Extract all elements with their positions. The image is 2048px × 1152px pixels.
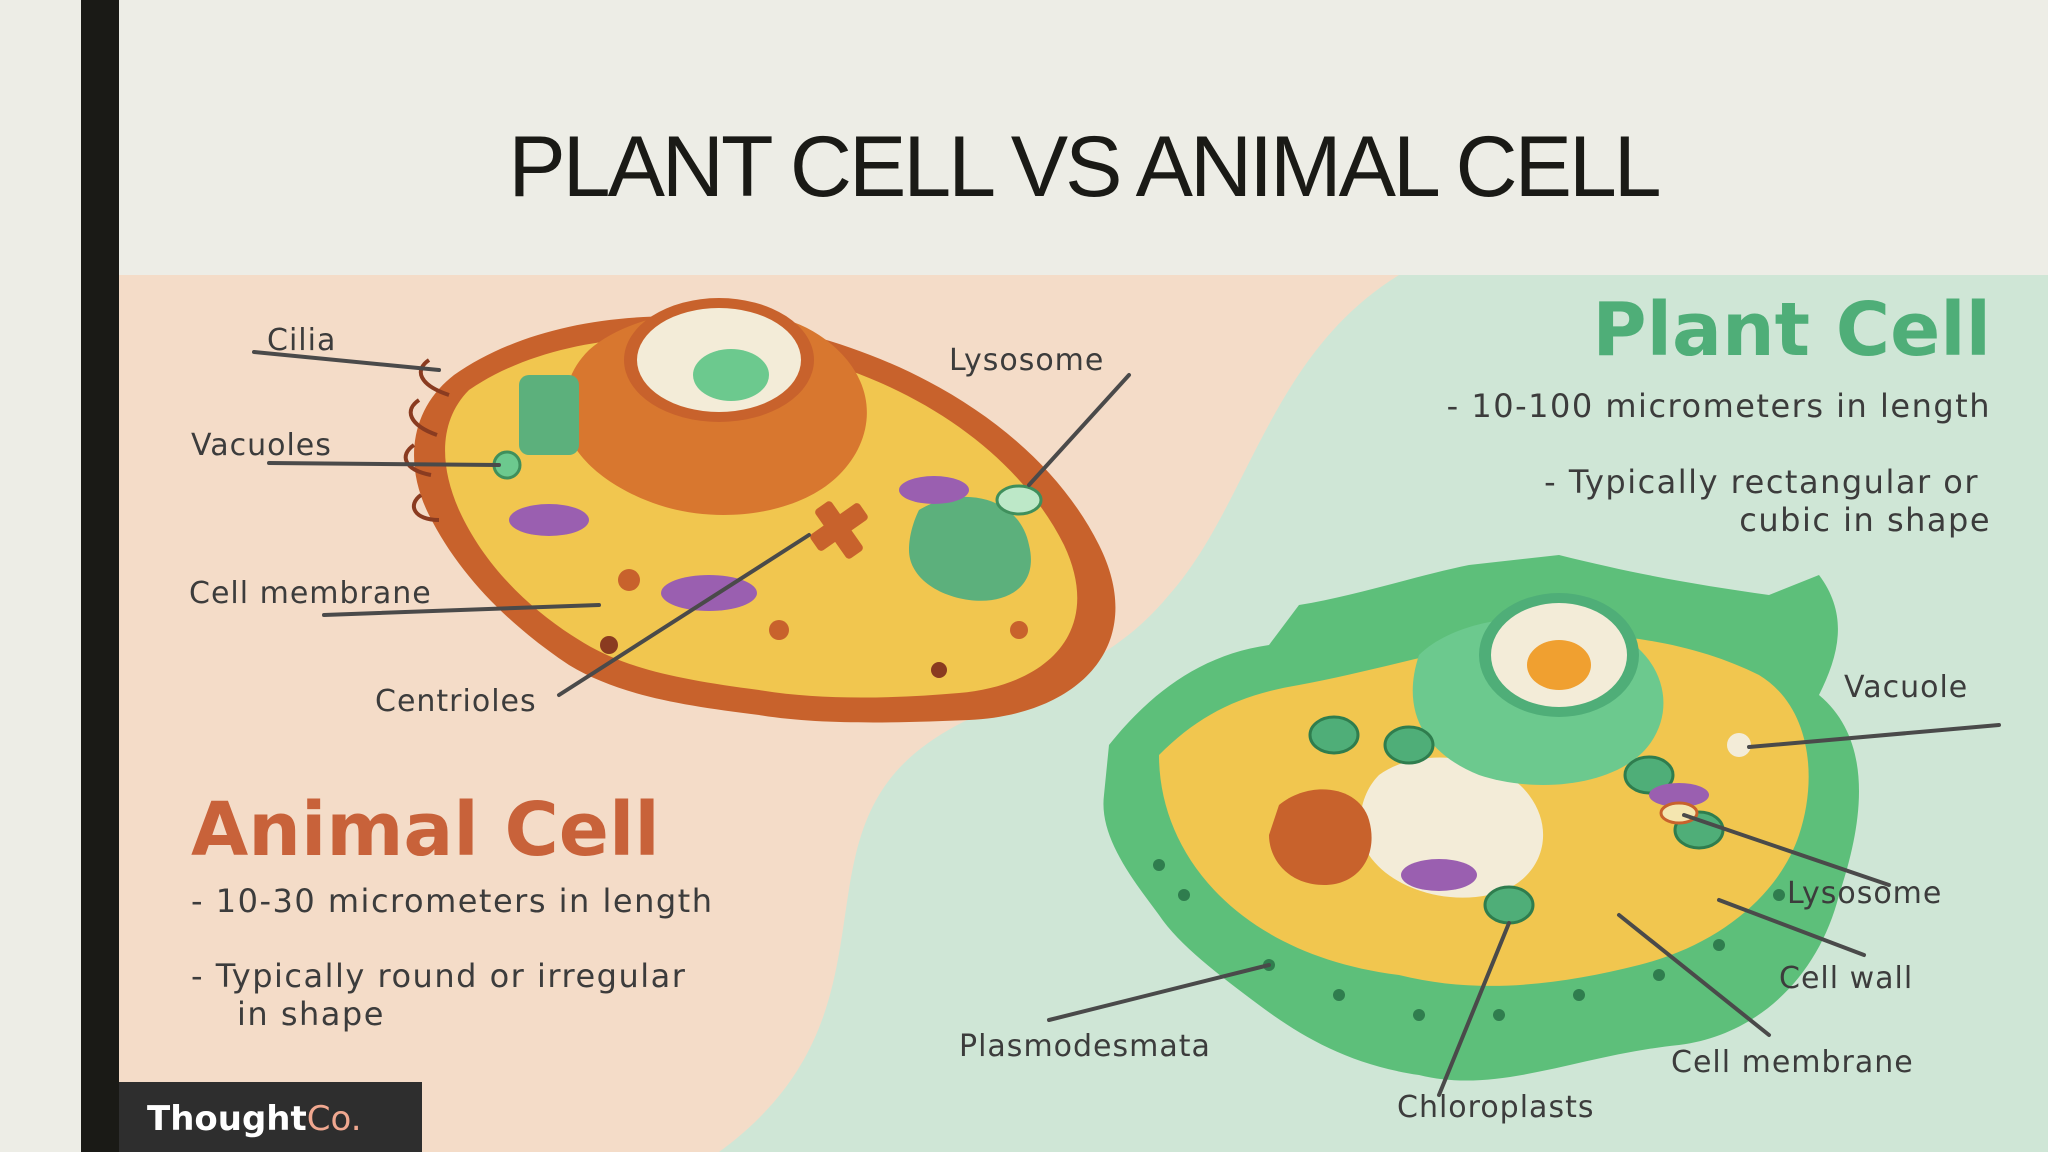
- plant-lysosome-dot: [1659, 801, 1699, 825]
- label-cell-wall: Cell wall: [1779, 961, 1913, 996]
- slide-left-bar: [81, 0, 119, 1152]
- animal-dot-3: [1010, 621, 1028, 639]
- animal-heading: Animal Cell: [191, 787, 660, 873]
- plant-central-vacuole: [1360, 757, 1544, 898]
- animal-fact-2: - Typically round or irregular: [191, 957, 686, 995]
- animal-centriole-b: [815, 501, 863, 559]
- plant-heading: Plant Cell: [1592, 287, 1991, 373]
- animal-dot-4: [600, 636, 618, 654]
- plant-cell-illustration: [1103, 555, 1859, 1081]
- label-cilia: Cilia: [267, 323, 336, 358]
- animal-fact-3: in shape: [237, 995, 385, 1033]
- label-vacuole: Vacuole: [1844, 670, 1968, 705]
- label-cell-membrane-plant: Cell membrane: [1671, 1045, 1914, 1080]
- animal-cell-illustration: [403, 298, 1116, 723]
- animal-cilia: [403, 358, 450, 522]
- cilia-line: [252, 350, 441, 372]
- cell-membrane-plant-line: [1617, 913, 1771, 1037]
- animal-dot-5: [931, 662, 947, 678]
- figure-svg: Cilia Vacuoles Cell membrane Centrioles …: [119, 275, 2048, 1152]
- animal-fact-1: - 10-30 micrometers in length: [191, 882, 714, 920]
- animal-dot-1: [618, 569, 640, 591]
- slide-title: PLANT CELL VS ANIMAL CELL: [508, 119, 1661, 215]
- plasmodesmata-line: [1047, 963, 1271, 1022]
- plant-fact-1: - 10-100 micrometers in length: [1447, 387, 1991, 425]
- animal-mito-3: [899, 476, 969, 504]
- cell-wall-line: [1717, 898, 1866, 957]
- plant-mito: [1401, 859, 1477, 891]
- label-lysosome-animal: Lysosome: [949, 343, 1104, 378]
- cell-membrane-animal-line: [322, 603, 601, 617]
- chloroplasts-line: [1437, 921, 1511, 1097]
- label-plasmodesmata: Plasmodesmata: [959, 1029, 1211, 1064]
- animal-green-organelle: [519, 375, 579, 455]
- plant-nucleolus: [1527, 640, 1591, 690]
- animal-nucleolus: [693, 349, 769, 401]
- label-vacuoles: Vacuoles: [191, 428, 332, 463]
- lysosome-plant-line: [1682, 813, 1891, 887]
- animal-dot-2: [769, 620, 789, 640]
- animal-mito-1: [509, 504, 589, 536]
- vacuole-line: [1747, 723, 2001, 749]
- animal-lysosome-dot: [995, 484, 1043, 516]
- animal-golgi: [909, 496, 1031, 601]
- cell-comparison-figure: Cilia Vacuoles Cell membrane Centrioles …: [119, 275, 2048, 1152]
- plant-fact-2: - Typically rectangular or: [1544, 463, 1979, 501]
- label-cell-membrane-animal: Cell membrane: [189, 576, 432, 611]
- lysosome-animal-line: [1027, 373, 1131, 487]
- plant-mito-2: [1649, 783, 1709, 807]
- vacuoles-line: [267, 461, 501, 467]
- label-centrioles: Centrioles: [375, 684, 537, 719]
- label-chloroplasts: Chloroplasts: [1397, 1090, 1594, 1125]
- plant-fact-3: cubic in shape: [1739, 501, 1991, 539]
- brand-text: ThoughtCo.: [147, 1099, 362, 1139]
- centrioles-line: [557, 533, 811, 697]
- plant-small-vacuole: [1727, 733, 1751, 757]
- label-lysosome-plant: Lysosome: [1787, 876, 1942, 911]
- brand-logo: ThoughtCo.: [119, 1082, 422, 1152]
- animal-mito-2: [661, 575, 757, 611]
- plant-golgi: [1269, 789, 1372, 885]
